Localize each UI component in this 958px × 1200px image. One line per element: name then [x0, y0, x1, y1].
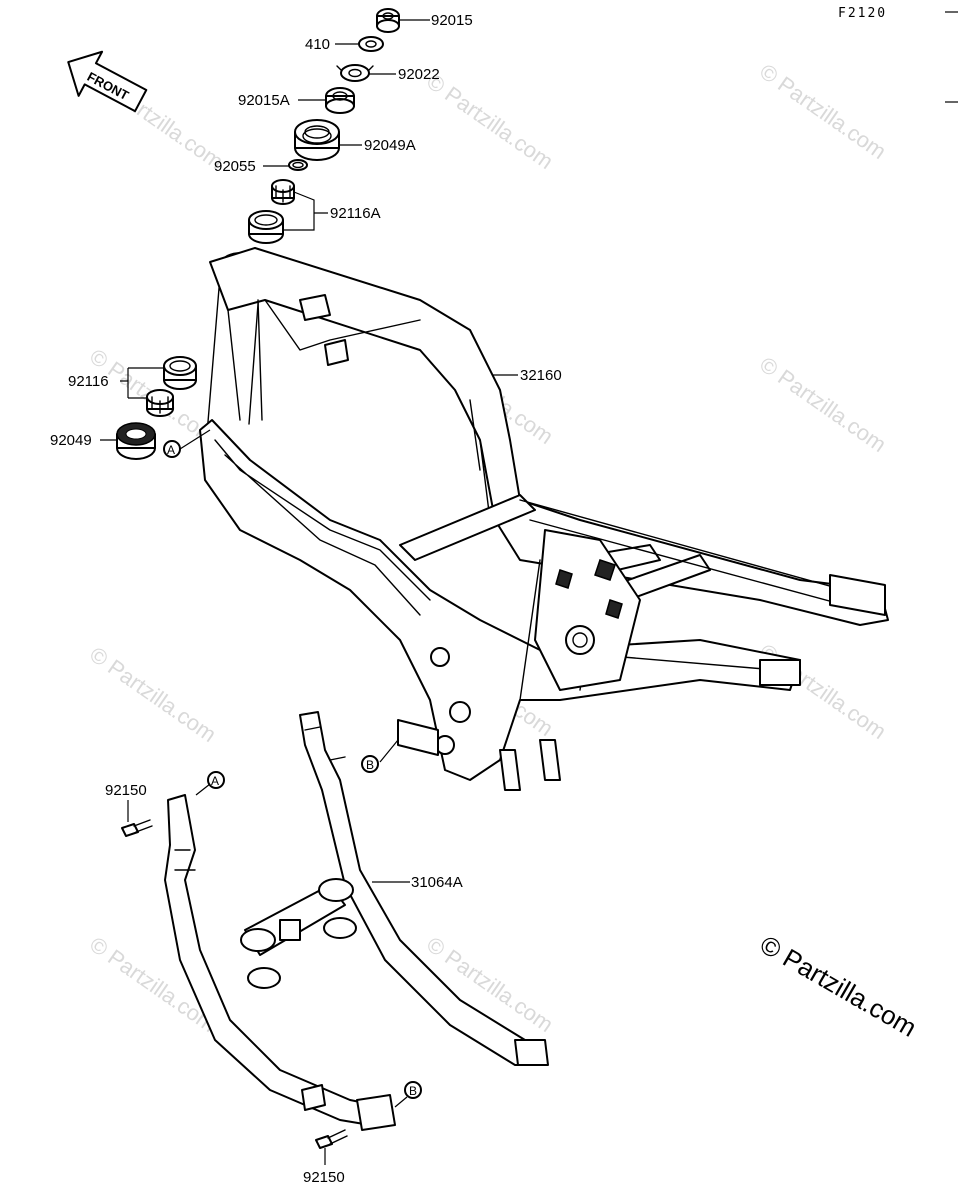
- callout-a-upper-text: A: [167, 443, 175, 457]
- leader-lines: [100, 19, 518, 1165]
- label-92022[interactable]: 92022: [398, 66, 440, 83]
- label-92049a[interactable]: 92049A: [364, 137, 416, 154]
- bearing-race-92116: [163, 356, 197, 390]
- lower-bearing-parts: [116, 356, 197, 460]
- label-92116a[interactable]: 92116A: [330, 205, 381, 222]
- label-31064a[interactable]: 31064A: [411, 874, 463, 891]
- main-frame-32160: [199, 247, 889, 791]
- watermark-2: © Partzilla.com: [422, 69, 558, 175]
- label-92150-bottom[interactable]: 92150: [303, 1169, 345, 1186]
- bolt-92150-top: [121, 819, 153, 837]
- label-32160[interactable]: 32160: [520, 367, 562, 384]
- watermark-3: © Partzilla.com: [755, 59, 891, 165]
- label-92049[interactable]: 92049: [50, 432, 92, 449]
- downtube-31064a: [164, 711, 549, 1131]
- nut-92015a: [325, 87, 355, 114]
- bearing-92116a-top: [271, 179, 295, 205]
- label-92150-top[interactable]: 92150: [105, 782, 147, 799]
- callout-b-upper-text: B: [366, 758, 374, 772]
- nut-92015: [376, 8, 400, 33]
- callout-a-lower-text: A: [211, 774, 219, 788]
- watermarks: © Partzilla.com © Partzilla.com © Partzi…: [85, 59, 891, 1038]
- callout-markers: A B A B: [163, 440, 422, 1099]
- label-92116[interactable]: 92116: [68, 373, 109, 390]
- bolt-92150-bottom: [315, 1129, 348, 1149]
- label-92015a[interactable]: 92015A: [238, 92, 290, 109]
- diagram-code: F2120: [838, 6, 887, 21]
- part-labels: 92015 410 92022 92015A 92049A 92055 9211…: [50, 12, 562, 1186]
- callout-b-lower: B: [404, 1081, 422, 1099]
- copyright-text: © Partzilla.com: [755, 929, 922, 1043]
- bearing-race-92116a: [248, 210, 284, 244]
- seal-92049a: [294, 119, 340, 161]
- callout-b-lower-text: B: [409, 1084, 417, 1098]
- lock-washer-92022: [336, 64, 374, 82]
- callout-a-upper: A: [163, 440, 181, 458]
- label-92055[interactable]: 92055: [214, 158, 256, 175]
- seal-92049: [116, 422, 156, 460]
- watermark-7: © Partzilla.com: [85, 642, 221, 748]
- o-ring-92055: [288, 159, 308, 171]
- label-410[interactable]: 410: [305, 36, 330, 53]
- callout-a-lower: A: [207, 771, 225, 789]
- steering-head-parts: [248, 8, 400, 244]
- bearing-92116: [146, 389, 174, 417]
- washer-410: [358, 36, 384, 52]
- watermark-6: © Partzilla.com: [755, 352, 891, 458]
- callout-b-upper: B: [361, 755, 379, 773]
- label-92015[interactable]: 92015: [431, 12, 473, 29]
